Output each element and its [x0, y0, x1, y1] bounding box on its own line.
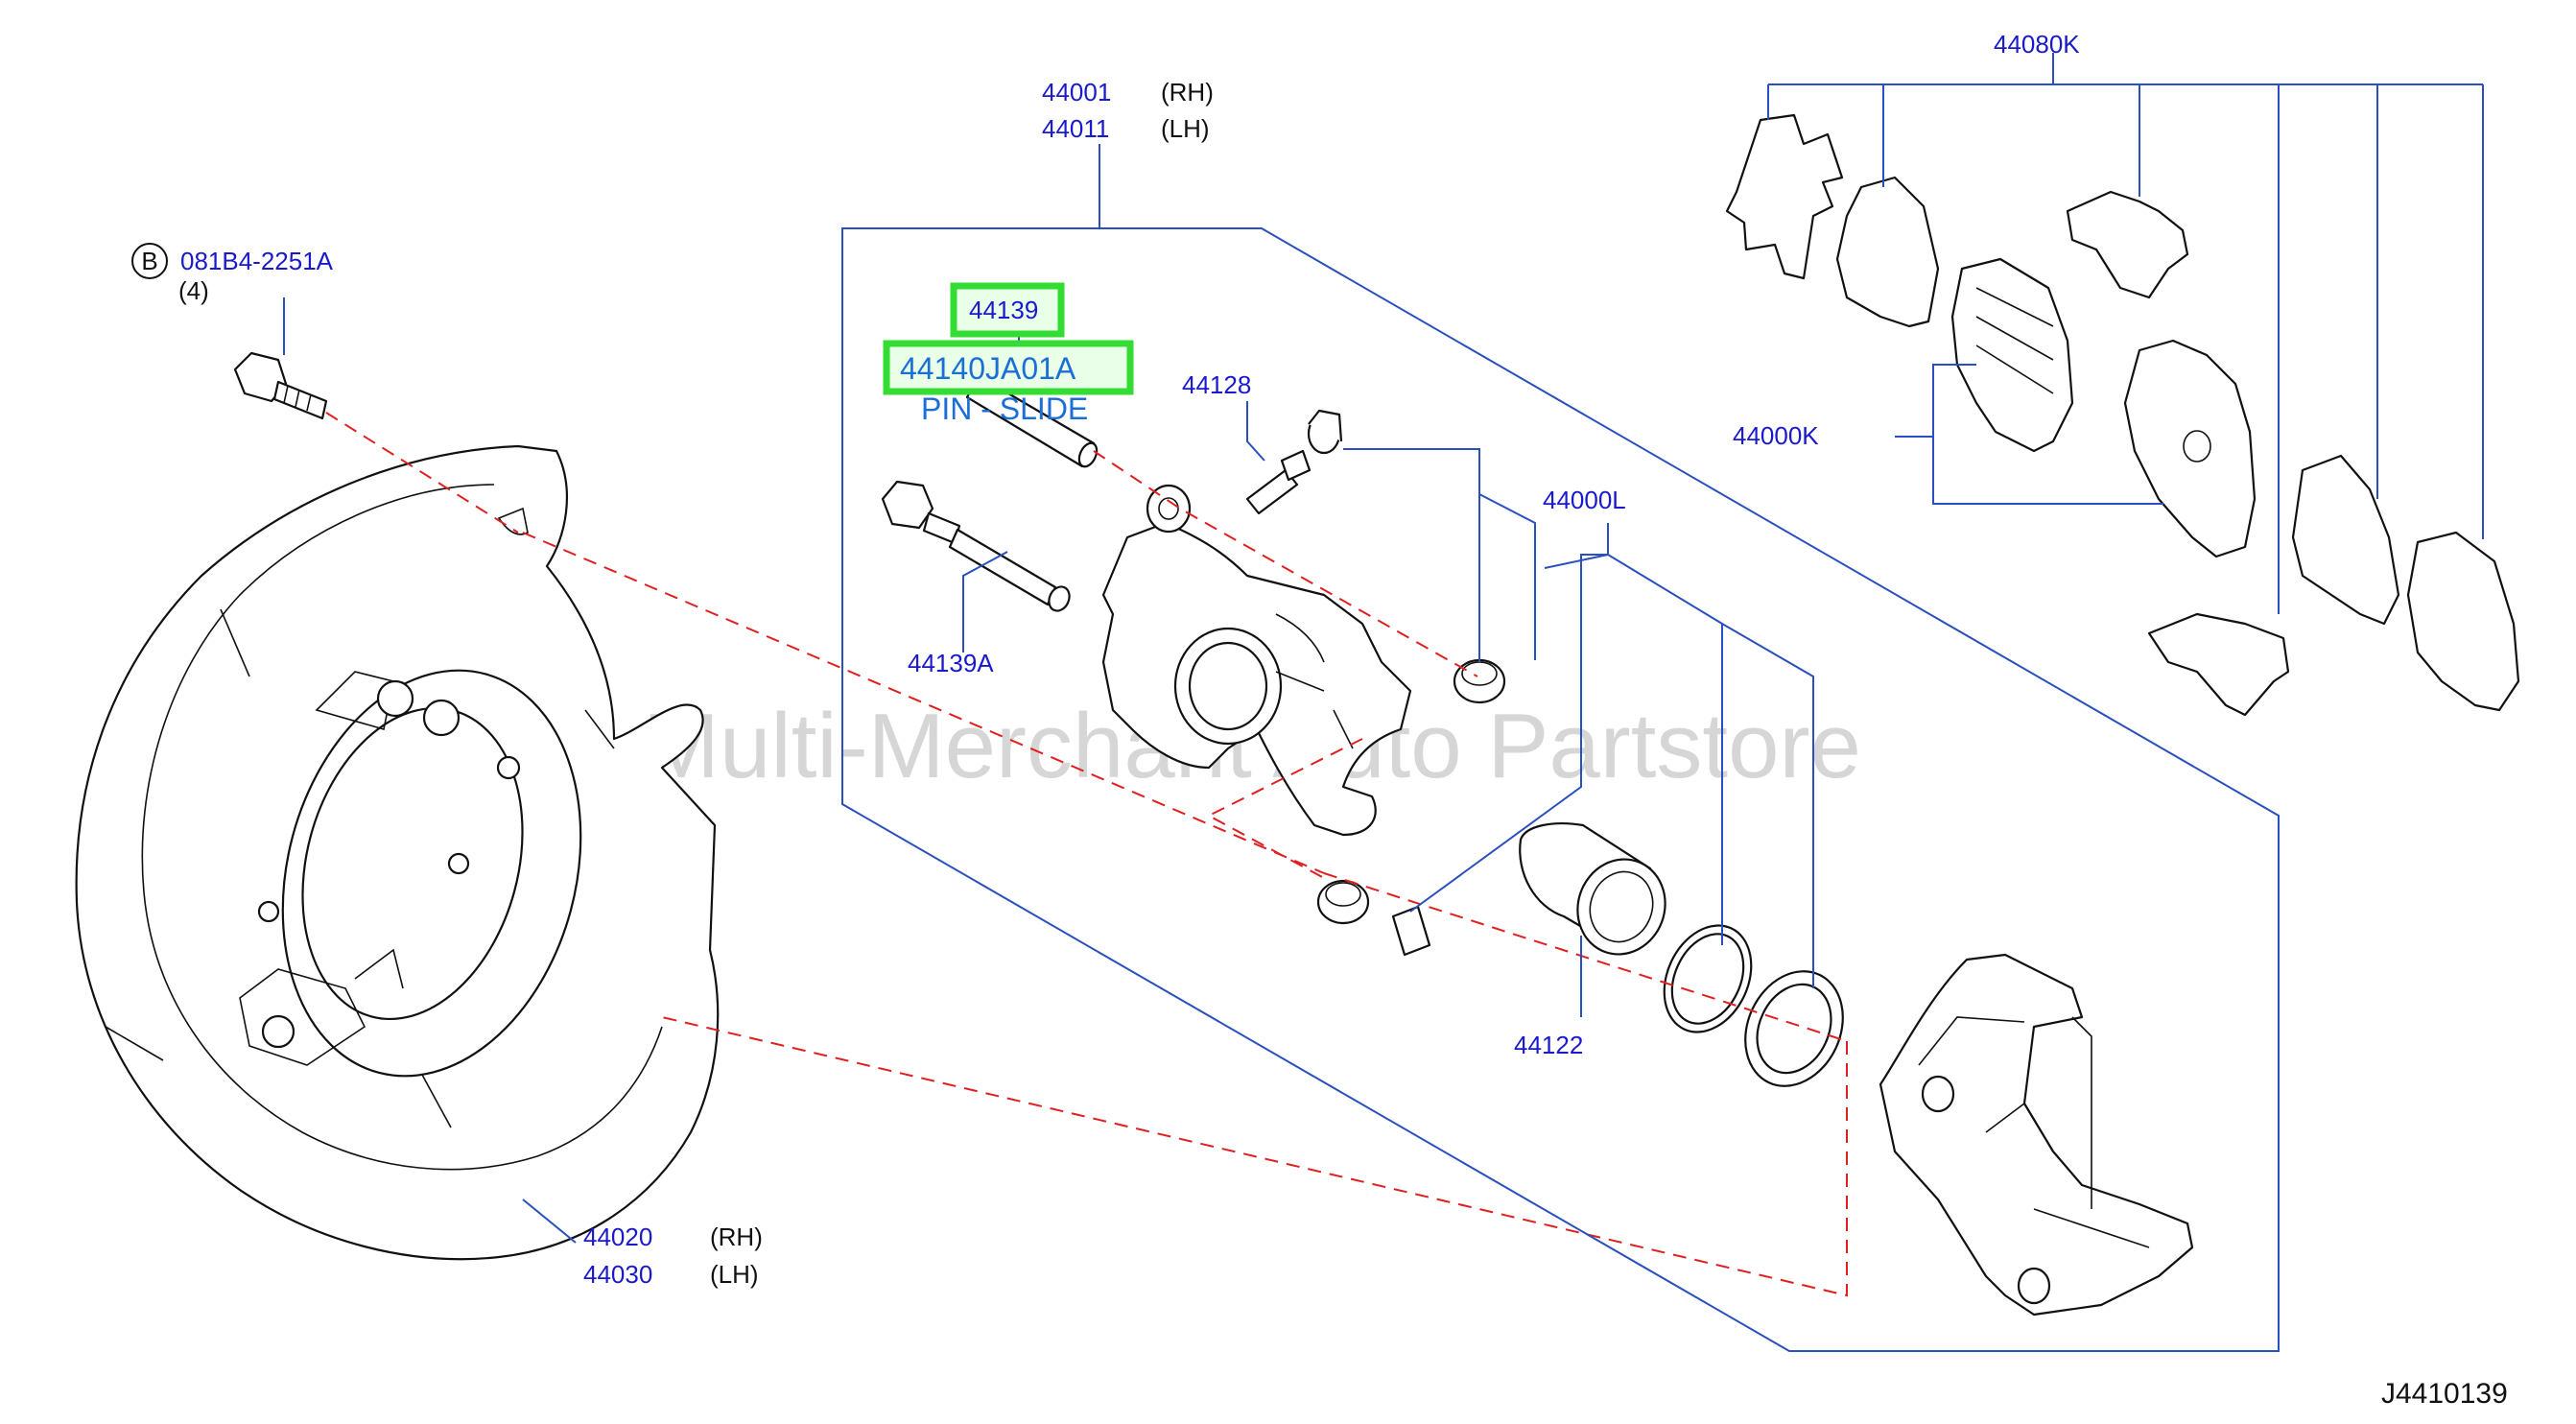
- mounting-bolt-drawing: [233, 351, 328, 420]
- backing-plate-lh-side: (LH): [710, 1260, 759, 1289]
- caliper-rh-side: (RH): [1161, 78, 1214, 107]
- pin-bolt-part-number[interactable]: 44139A: [908, 649, 994, 677]
- brake-pad-kit-drawing: [1725, 113, 2520, 717]
- piston-seal-drawing: [1519, 822, 1844, 1087]
- highlight-fill-44139: [954, 286, 1061, 334]
- backing-plate-drawing: [75, 444, 720, 1261]
- diagram-code: J4410139: [2381, 1378, 2508, 1410]
- bolt-quantity: (4): [178, 276, 209, 305]
- slide-pin-kit-description: PIN - SLIDE: [921, 392, 1088, 426]
- label-caliper: 44001 (RH) 44011 (LH): [1042, 78, 1214, 143]
- boot-bushing-drawing: [1316, 658, 1506, 957]
- caliper-lh-side: (LH): [1161, 114, 1210, 143]
- bolt-circle-marker: [131, 243, 168, 279]
- bolt-part-number[interactable]: 081B4-2251A: [180, 247, 334, 275]
- bleeder-screw-drawing: [1245, 409, 1343, 515]
- caliper-rh-part-number[interactable]: 44001: [1042, 78, 1111, 107]
- caliper-bracket-drawing: [1879, 953, 2194, 1317]
- pad-kit-part-number[interactable]: 44080K: [1994, 30, 2080, 59]
- piston-part-number[interactable]: 44122: [1514, 1031, 1583, 1059]
- backing-plate-rh-part-number[interactable]: 44020: [583, 1222, 652, 1251]
- highlight-box-44140ja01a: [883, 340, 1134, 395]
- guide-pin-bolt-drawing: [881, 480, 1071, 612]
- slide-pin-kit-part-number[interactable]: 44140JA01A: [900, 351, 1076, 386]
- label-bolt: B 081B4-2251A (4): [131, 243, 334, 305]
- backing-plate-lh-part-number[interactable]: 44030: [583, 1260, 652, 1289]
- assembly-dashed-lines: [325, 412, 1848, 1297]
- slide-pin-part-number[interactable]: 44139: [969, 296, 1038, 324]
- pad-part-number[interactable]: 44000K: [1733, 421, 1819, 450]
- backing-plate-rh-side: (RH): [710, 1222, 763, 1251]
- label-backing-plate: 44020 (RH) 44030 (LH): [583, 1222, 763, 1289]
- bleeder-part-number[interactable]: 44128: [1182, 370, 1251, 399]
- seal-kit-part-number[interactable]: 44000L: [1543, 486, 1626, 514]
- highlight-box-44139: [950, 282, 1065, 338]
- label-slide-pin: 44139 44140JA01A PIN - SLIDE: [883, 282, 1134, 426]
- caliper-body-drawing: [1101, 484, 1412, 837]
- highlight-fill-44140ja01a: [886, 344, 1130, 392]
- caliper-lh-part-number[interactable]: 44011: [1042, 114, 1109, 143]
- bolt-circle-letter: B: [141, 247, 157, 275]
